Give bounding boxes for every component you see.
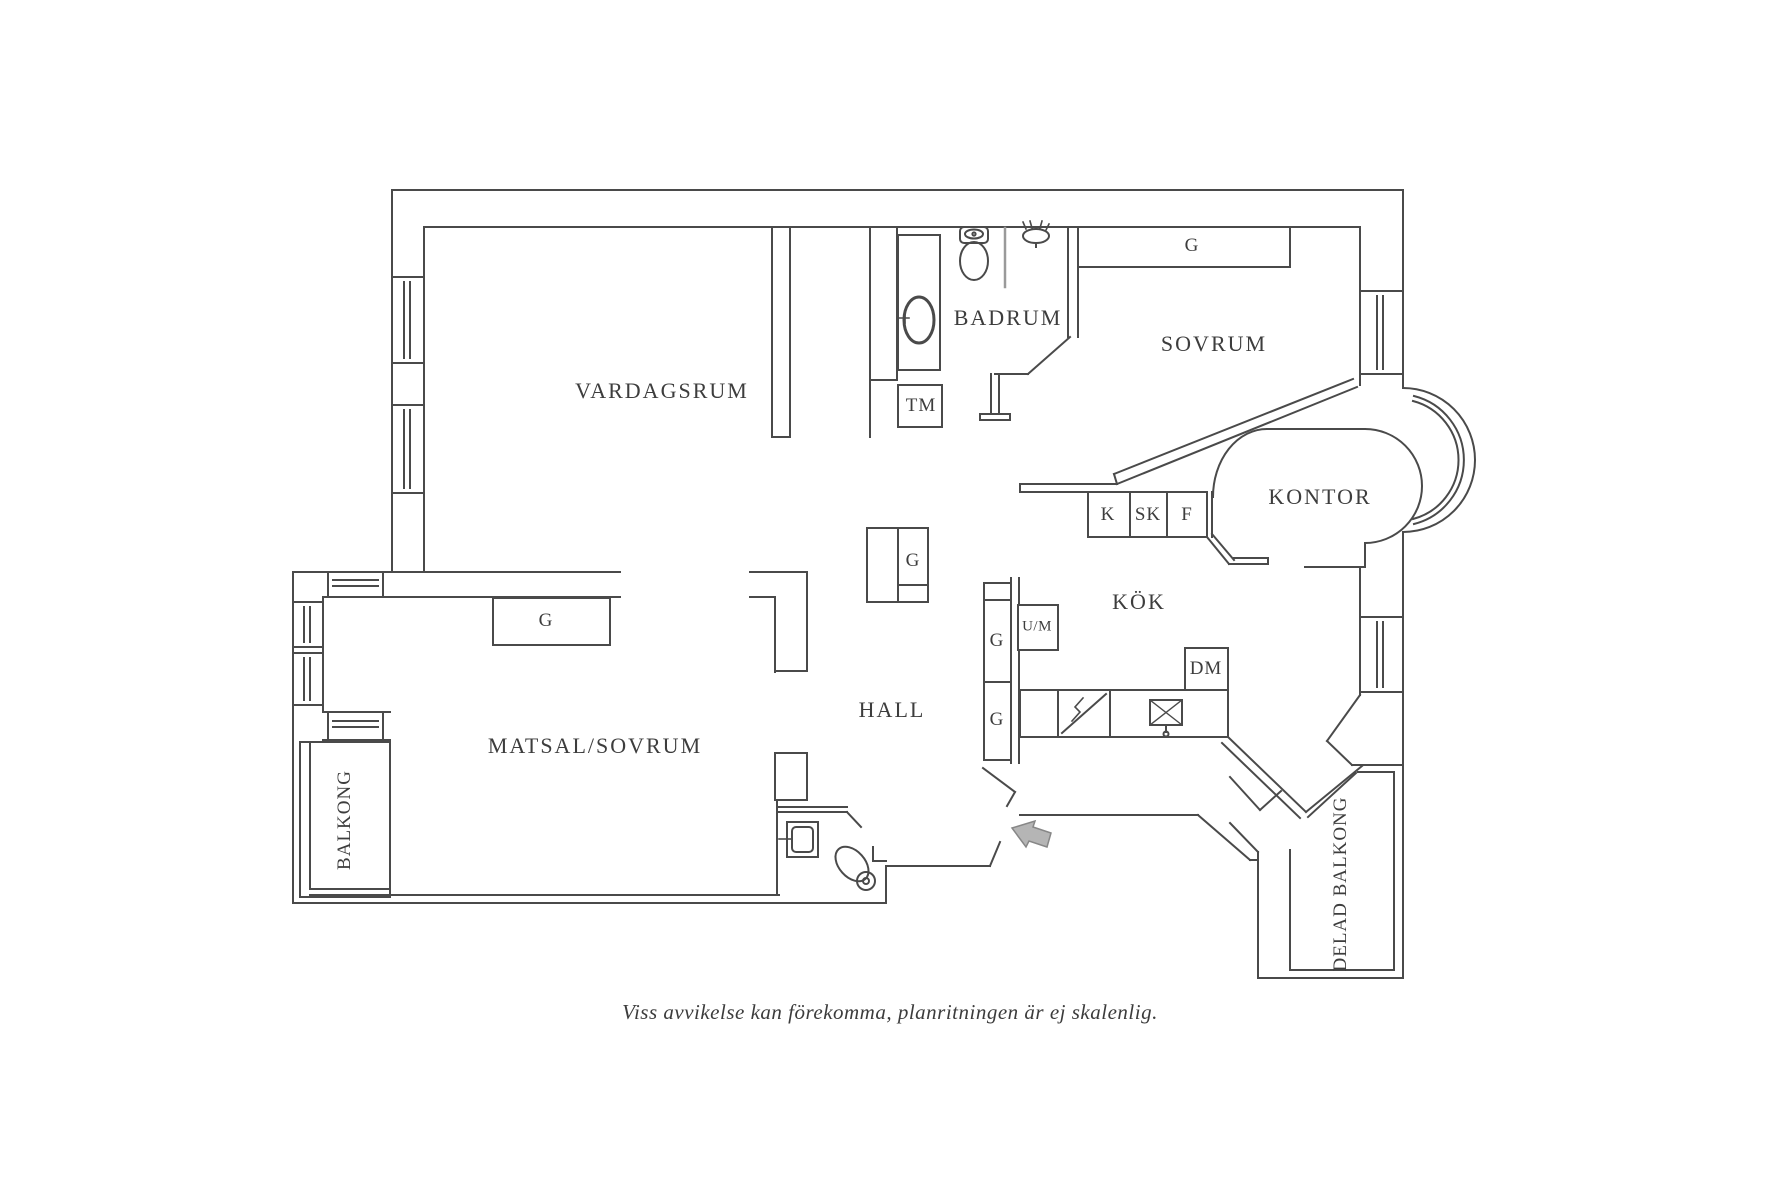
window-icon <box>327 571 384 598</box>
stove-icon <box>1057 689 1111 738</box>
appliance-ksf-row <box>1087 491 1208 538</box>
appliance-label-sk: SK <box>1134 504 1162 525</box>
room-label-badrum: BADRUM <box>953 305 1063 330</box>
shower-icon <box>1021 220 1051 248</box>
closet-hall <box>866 527 929 603</box>
appliance-label-dm: DM <box>1189 658 1223 679</box>
bathroom-fixtures <box>897 220 1051 371</box>
appliance-label-f: F <box>1181 504 1193 525</box>
entry-arrow-icon <box>1010 819 1052 849</box>
wc-fixtures <box>778 821 876 891</box>
wc-toilet-icon <box>834 845 876 891</box>
sink-icon <box>1149 699 1183 738</box>
disclaimer-caption: Viss avvikelse kan förekomma, planritnin… <box>622 1000 1158 1024</box>
appliance-um-box <box>1017 604 1059 651</box>
room-label-matsal-sovrum: MATSAL/SOVRUM <box>487 733 703 758</box>
closet-label-g-kok-1: G <box>989 630 1005 651</box>
room-label-kontor: KONTOR <box>1268 484 1372 509</box>
closets <box>492 226 1291 761</box>
bay-window-icon <box>1412 394 1465 526</box>
room-label-vardagsrum: VARDAGSRUM <box>575 378 749 403</box>
room-label-delad-balkong: DELAD BALKONG <box>1330 796 1351 972</box>
entry-and-shared-balcony <box>1019 735 1404 979</box>
kontor-walls <box>1211 394 1465 568</box>
wc-sink-icon <box>778 821 819 858</box>
closet-sovrum <box>1077 226 1291 268</box>
appliance-label-k: K <box>1100 504 1116 525</box>
closet-label-g-sovrum: G <box>1184 235 1200 256</box>
closet-kok-2 <box>983 681 1012 761</box>
closet-label-tm: TM <box>905 395 937 416</box>
appliance-label-um: U/M <box>1022 618 1052 635</box>
window-icon <box>1359 616 1404 693</box>
window-icon <box>391 276 425 364</box>
room-label-hall: HALL <box>858 697 926 722</box>
window-icon <box>1359 290 1404 375</box>
balcony-left <box>299 741 391 898</box>
kitchen-counter <box>1019 689 1229 738</box>
closet-matsal <box>492 597 611 646</box>
closet-label-g-hall: G <box>905 550 921 571</box>
interior-walls <box>771 226 1359 896</box>
toilet-icon <box>959 226 989 281</box>
closet-tm <box>897 384 943 428</box>
window-icon <box>292 652 324 706</box>
window-icon <box>327 711 384 741</box>
vanity-counter <box>897 234 941 371</box>
room-label-balkong: BALKONG <box>334 770 355 870</box>
room-label-kok: KÖK <box>1112 589 1166 614</box>
window-icon <box>391 404 425 494</box>
closet-label-g-matsal: G <box>538 610 554 631</box>
bathroom-sink-icon <box>897 295 936 345</box>
room-label-sovrum: SOVRUM <box>1160 331 1268 356</box>
closet-label-g-kok-2: G <box>989 709 1005 730</box>
window-icon <box>292 601 324 648</box>
kitchen-fixtures <box>1019 689 1229 738</box>
closet-kok-top <box>983 582 1012 601</box>
windows <box>292 276 1404 741</box>
